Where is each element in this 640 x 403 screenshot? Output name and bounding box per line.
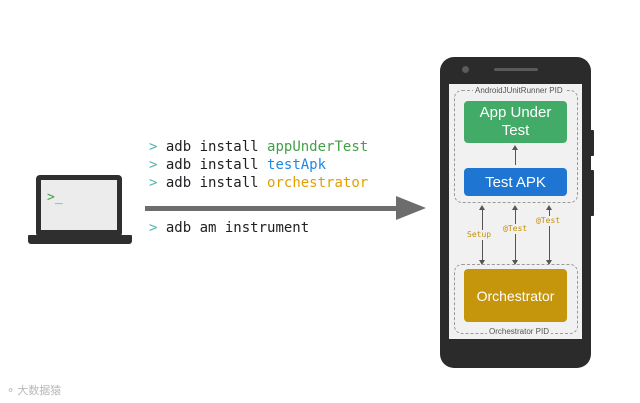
laptop-display: >_ (41, 180, 117, 230)
watermark: ⚬大数据猿 (6, 382, 61, 398)
test-to-app-arrow (515, 148, 516, 165)
test-arrow-right (549, 208, 550, 260)
command-install-orchestrator: > adb install orchestrator (149, 174, 368, 192)
test-label-left: @Test (502, 224, 529, 234)
arrow-down-icon (512, 260, 518, 265)
test-label-right: @Test (535, 216, 562, 226)
laptop-screen: >_ (36, 175, 122, 237)
command-text: adb install (165, 139, 268, 155)
arrow-down-icon (479, 260, 485, 265)
laptop-icon: >_ (28, 175, 132, 247)
terminal-prompt-icon: >_ (47, 190, 63, 205)
arrow-down-icon (546, 260, 552, 265)
command-install-test: > adb install testApk (149, 156, 326, 174)
command-text: adb install (165, 175, 268, 191)
phone-screen: AndroidJUnitRunner PID App Under Test Te… (449, 84, 582, 339)
weibo-icon: ⚬ (6, 384, 16, 397)
instrumentation-pid-label: AndroidJUnitRunner PID (473, 86, 565, 95)
arrow-to-device (145, 206, 400, 211)
command-target: appUnderTest (267, 139, 369, 155)
command-instrument: > adb am instrument (149, 219, 309, 237)
command-target: orchestrator (267, 175, 369, 191)
setup-label: Setup (466, 230, 493, 240)
arrow-up-icon (512, 205, 518, 210)
command-text: adb install (165, 157, 268, 173)
arrow-head-icon (396, 196, 426, 220)
android-phone: AndroidJUnitRunner PID App Under Test Te… (440, 57, 591, 368)
command-prompt: > (149, 139, 158, 155)
command-target: testApk (267, 157, 327, 173)
command-prompt: > (149, 175, 158, 191)
test-apk-box: Test APK (464, 168, 567, 196)
command-text: adb am instrument (165, 220, 310, 236)
test-arrow-left (515, 208, 516, 260)
orchestrator-box: Orchestrator (464, 269, 567, 322)
watermark-text: 大数据猿 (17, 384, 62, 397)
arrow-up-icon (546, 205, 552, 210)
phone-power-button (590, 130, 594, 156)
phone-volume-button (590, 170, 594, 216)
arrow-up-icon (512, 145, 518, 150)
camera-icon (462, 66, 469, 73)
command-prompt: > (149, 157, 158, 173)
command-install-app: > adb install appUnderTest (149, 138, 368, 156)
arrow-up-icon (479, 205, 485, 210)
command-prompt: > (149, 220, 158, 236)
orchestrator-pid-label: Orchestrator PID (487, 327, 552, 336)
laptop-base (28, 235, 132, 244)
app-under-test-box: App Under Test (464, 101, 567, 143)
speaker-icon (494, 68, 538, 71)
